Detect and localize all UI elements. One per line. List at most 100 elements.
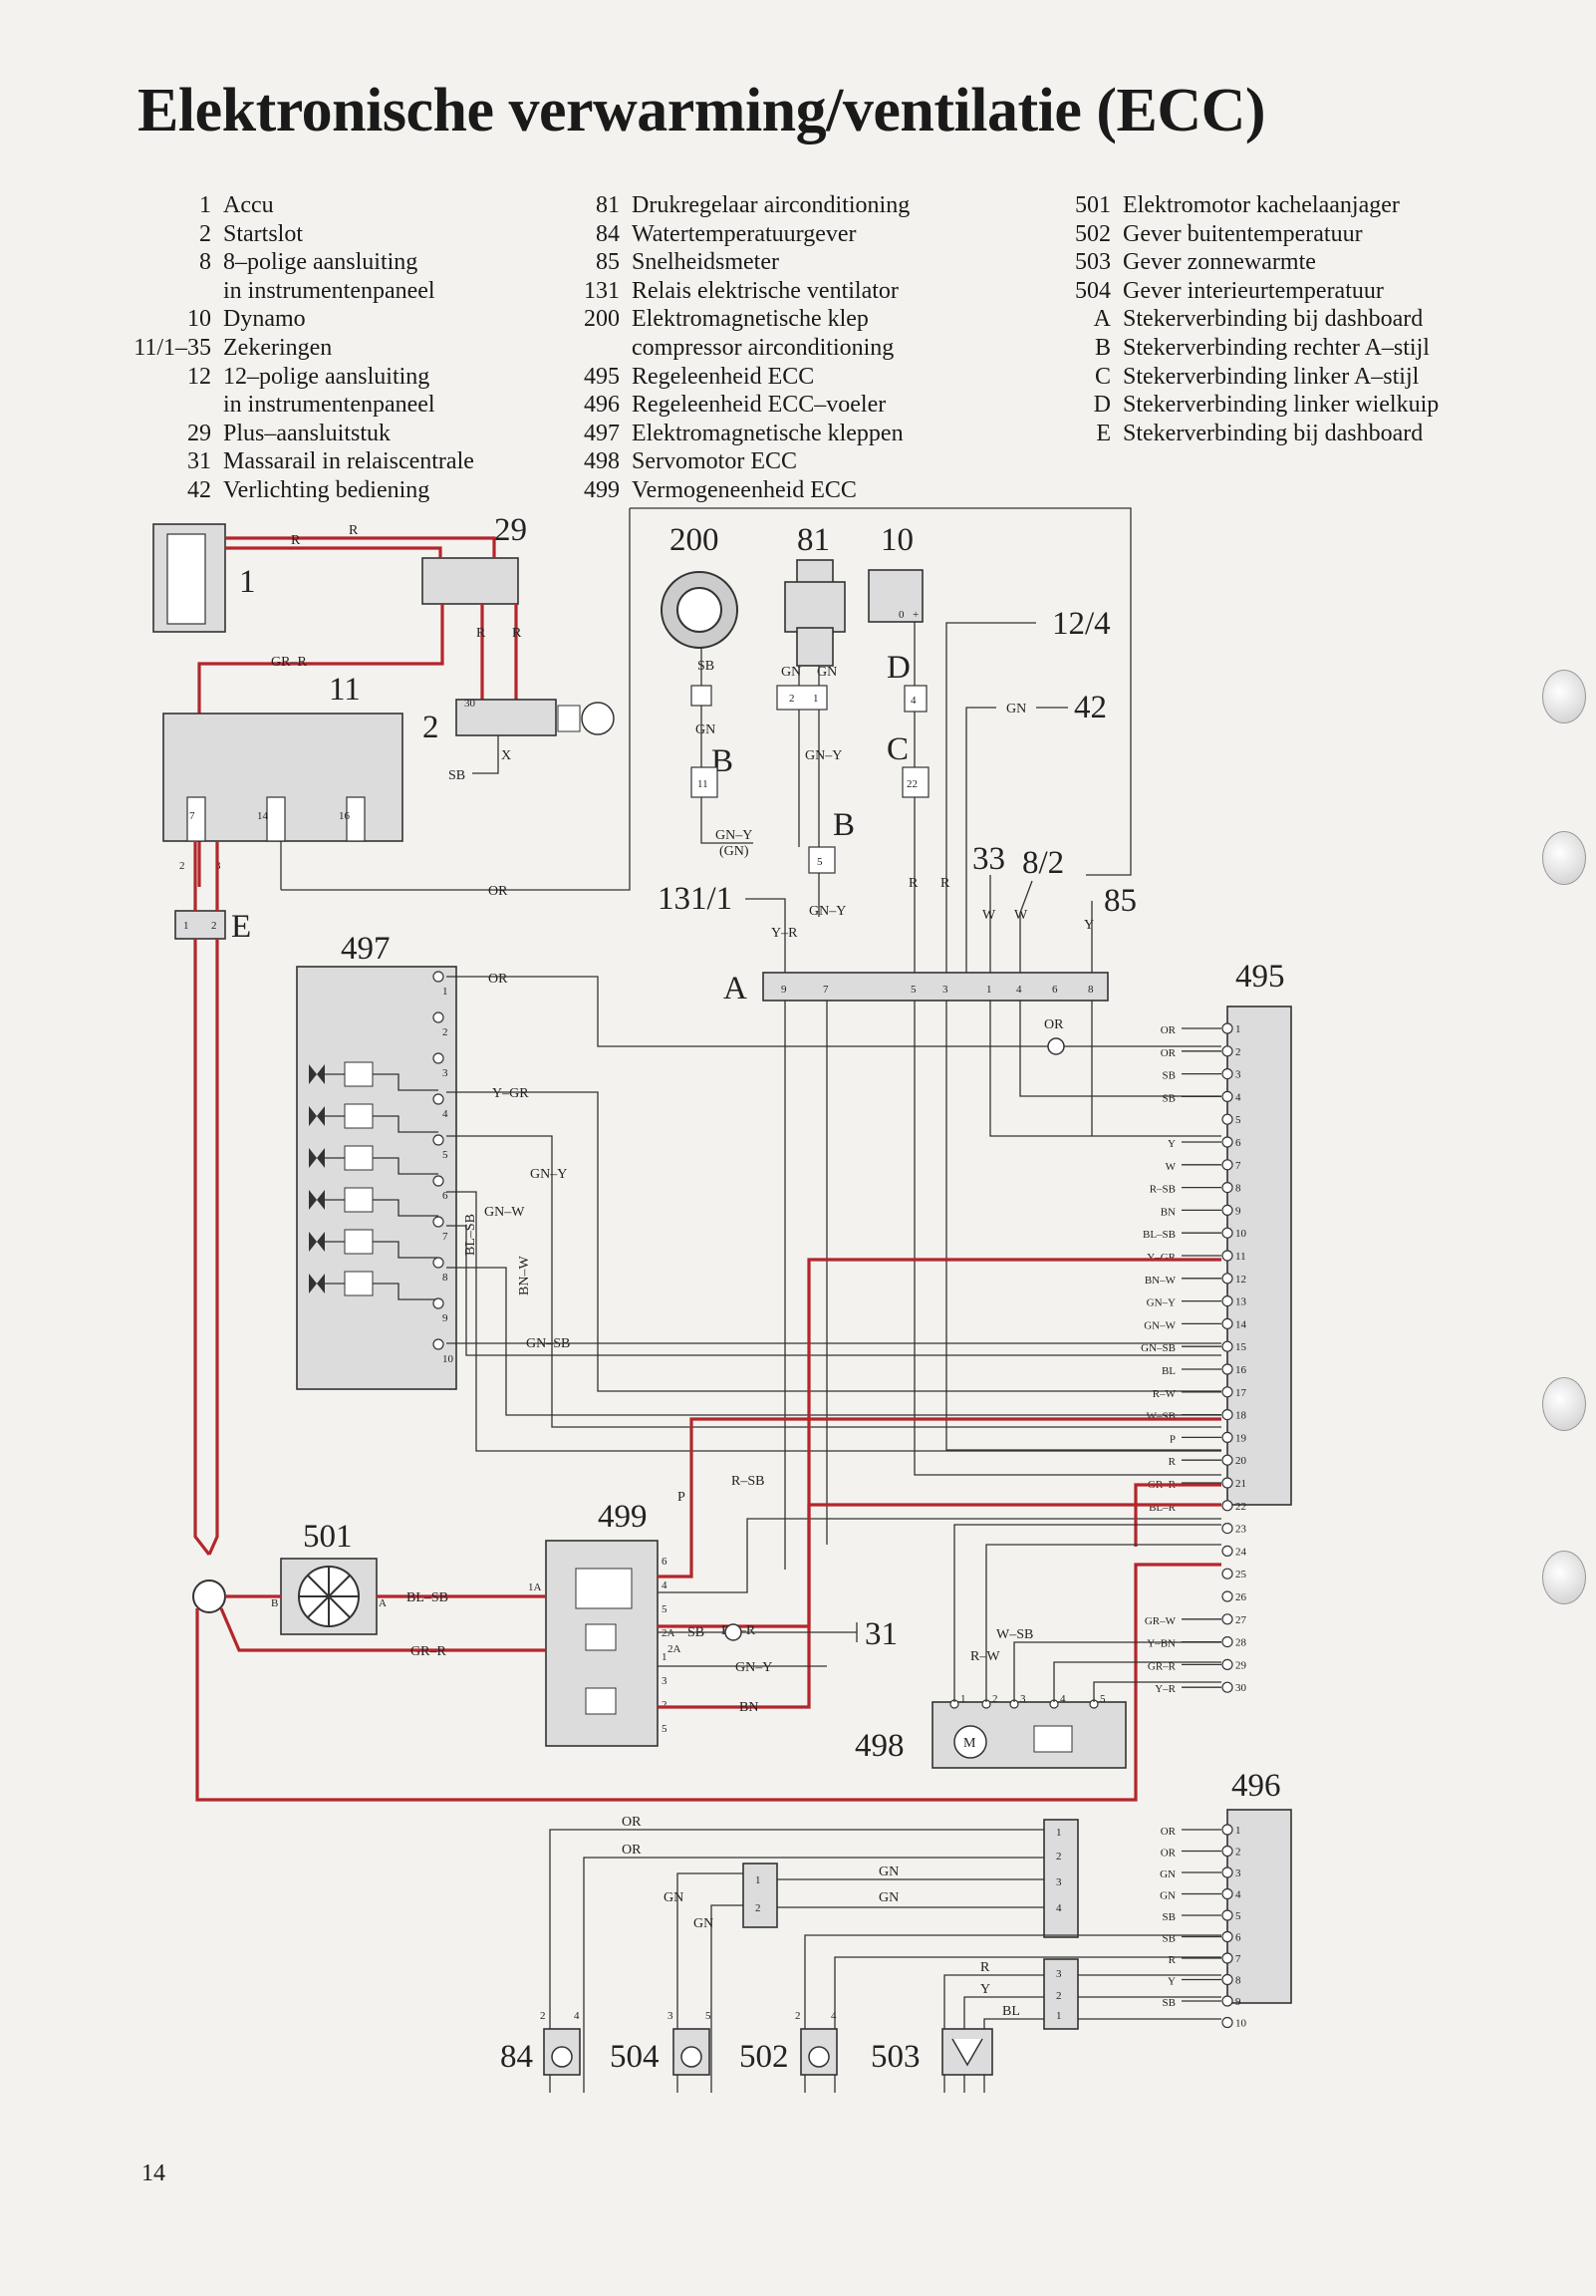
legend-item-text: compressor airconditioning bbox=[632, 334, 895, 361]
wire-code-gn-504b: GN bbox=[693, 1916, 713, 1931]
legend-item-text: Servomotor ECC bbox=[632, 448, 797, 475]
wire-code-y-r-1: Y–R bbox=[771, 926, 798, 941]
servo-pin: 2 bbox=[992, 1693, 998, 1705]
wire-495-code: GN–SB bbox=[1141, 1342, 1176, 1354]
connector-495-pin-dot bbox=[1221, 1294, 1233, 1307]
legend-item-number: B bbox=[1094, 334, 1111, 361]
binder-tab-1 bbox=[1542, 670, 1586, 723]
connector-496-pin-dot bbox=[1221, 1952, 1233, 1964]
wire-496-code: OR bbox=[1161, 1848, 1177, 1860]
solenoid-icon bbox=[344, 1229, 374, 1255]
wire-496-code: R bbox=[1169, 1954, 1177, 1966]
label-b-2: B bbox=[833, 807, 855, 843]
wire-496-code: SB bbox=[1163, 1997, 1176, 2009]
wire-code-or-3: OR bbox=[1044, 1017, 1064, 1032]
pin-501-b: B bbox=[271, 1597, 278, 1609]
wire-code-sb-1: SB bbox=[448, 768, 465, 783]
wire-81 bbox=[798, 666, 820, 917]
connector-495-pin: 2 bbox=[1235, 1046, 1241, 1058]
wire-code-gn-y-1: GN–Y bbox=[715, 828, 752, 843]
connector-495-pin: 30 bbox=[1235, 1682, 1247, 1694]
legend-item-text: 8–polige aansluiting bbox=[223, 249, 418, 276]
connector-496-pin-dot bbox=[1221, 2016, 1233, 2029]
connector-495-pin-dot bbox=[1221, 1635, 1233, 1648]
connector-497-pin-dot bbox=[432, 1175, 444, 1187]
wire-495-code: GR–W bbox=[1145, 1615, 1177, 1627]
wire-code-gn-81a: GN bbox=[781, 665, 801, 680]
component-zekeringen: 11 7 14 16 2 3 bbox=[162, 672, 403, 872]
wire-p bbox=[658, 1417, 1221, 1578]
component-81: 81 GN GN 2 1 bbox=[776, 522, 846, 711]
connector-e: 1 2 E bbox=[174, 909, 251, 945]
connector-497-pin-dot bbox=[432, 1297, 444, 1309]
label-c497: 497 bbox=[341, 931, 391, 967]
connector-495-pin: 25 bbox=[1235, 1569, 1247, 1580]
connector-495-pin-dot bbox=[1221, 1181, 1233, 1194]
legend-item-number: 8 bbox=[199, 249, 211, 276]
label-c8-2: 8/2 bbox=[1022, 845, 1064, 881]
wire-code-y-1: Y bbox=[1084, 918, 1094, 933]
connector-495-pin: 14 bbox=[1235, 1318, 1247, 1330]
wire-code-r-503: R bbox=[980, 1960, 990, 1975]
connector-495-pin-dot bbox=[1221, 1408, 1233, 1421]
legend-item-text: Gever buitentemperatuur bbox=[1123, 220, 1363, 247]
wire-e-fan-node bbox=[193, 939, 219, 1556]
wire-code-or-4: OR bbox=[622, 1815, 642, 1830]
connector-496-pin-dot bbox=[1221, 1824, 1233, 1836]
wire-496-code: OR bbox=[1161, 1826, 1177, 1838]
legend-item-number: 31 bbox=[187, 448, 211, 475]
pin-504-3: 3 bbox=[667, 2010, 673, 2022]
wire-code-r-w: R–W bbox=[970, 1649, 1000, 1664]
wire-code-y-gr: Y–GR bbox=[492, 1086, 529, 1101]
connector-495-pin: 5 bbox=[1235, 1114, 1241, 1126]
servo-pin: 4 bbox=[1060, 1693, 1066, 1705]
wire-code-gn-y-5: GN–Y bbox=[735, 1660, 772, 1675]
wire-496-code: SB bbox=[1163, 1933, 1176, 1945]
legend-item-text: Regeleenheid ECC–voeler bbox=[632, 392, 887, 419]
connector-497-pin-dot bbox=[432, 971, 444, 983]
connector-495-pin-dot bbox=[1221, 1250, 1233, 1262]
connector-495-pin: 13 bbox=[1235, 1296, 1247, 1308]
legend-item-text: Stekerverbinding bij dashboard bbox=[1123, 306, 1424, 333]
connector-495-pin: 12 bbox=[1235, 1274, 1246, 1286]
connector-a-pin: 5 bbox=[911, 984, 917, 996]
valve-wire bbox=[325, 1283, 438, 1300]
legend-item-text: Snelheidsmeter bbox=[632, 249, 779, 276]
legend-item-text: in instrumentenpaneel bbox=[223, 277, 435, 304]
legend-item-number bbox=[115, 277, 223, 306]
pin-502-2: 2 bbox=[795, 2010, 801, 2022]
wire-code-gn-y-4: GN–Y bbox=[530, 1167, 567, 1182]
wire-495-code: Y–BN bbox=[1147, 1638, 1176, 1650]
connector-495-pin-dot bbox=[1221, 1159, 1233, 1171]
wire-495-code: BN–W bbox=[1145, 1275, 1177, 1287]
wire-495-code: OR bbox=[1161, 1024, 1177, 1036]
pin-b-5: 5 bbox=[817, 856, 823, 868]
legend-item-text: Plus–aansluitstuk bbox=[223, 420, 392, 446]
wire-bn bbox=[658, 1258, 1221, 1709]
connector-497-pin-dot bbox=[432, 1134, 444, 1146]
connector-499-pin: 5 bbox=[662, 1603, 667, 1615]
label-c503: 503 bbox=[871, 2039, 921, 2075]
wire-code-gn-y-2: GN–Y bbox=[805, 748, 842, 763]
legend-item-text: Gever zonnewarmte bbox=[1123, 249, 1316, 276]
legend-item-text: in instrumentenpaneel bbox=[223, 392, 435, 419]
binder-tab-2 bbox=[1542, 831, 1586, 885]
label-a: A bbox=[723, 971, 747, 1006]
pin-496b-1: 1 bbox=[755, 1874, 761, 1886]
pin-496a-2: 2 bbox=[1056, 1851, 1062, 1863]
wire-497-or bbox=[446, 976, 1221, 1047]
connector-497-pin: 7 bbox=[442, 1231, 448, 1243]
wire-a-495 bbox=[784, 1001, 1221, 1570]
connector-495-pin-dot bbox=[1221, 1568, 1233, 1579]
legend-item-text: Startslot bbox=[223, 220, 304, 247]
wire-495-code: Y–R bbox=[1155, 1683, 1176, 1695]
